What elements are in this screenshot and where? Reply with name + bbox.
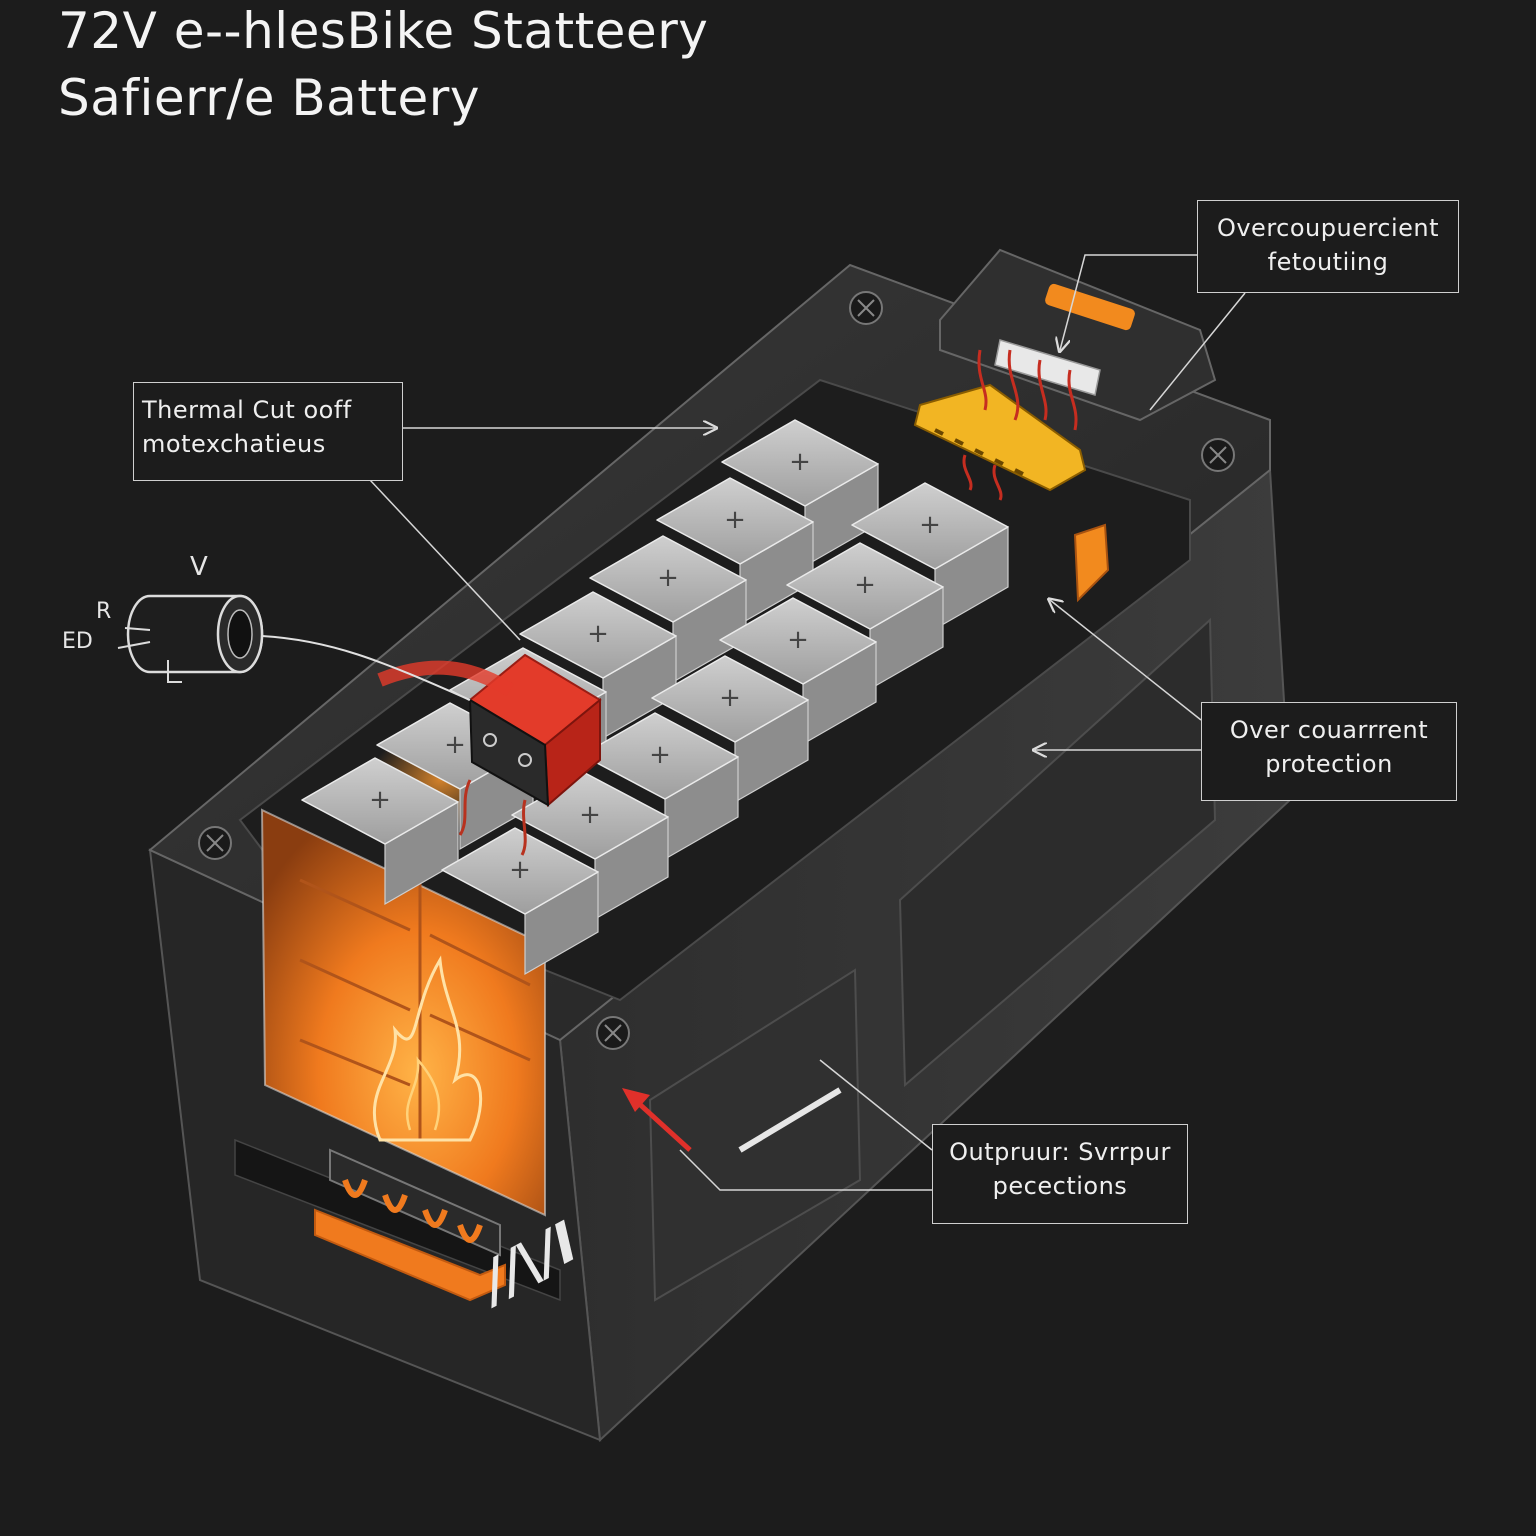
cell-plus-symbol: + (444, 730, 466, 760)
title-line-1: 72V e--hlesBike Statteery (58, 2, 709, 60)
sensor-v-label: V (190, 552, 208, 582)
sensor-e-label: ED (62, 629, 93, 654)
cell-plus-symbol: + (789, 447, 811, 477)
screw-icon (596, 1016, 630, 1050)
battery-cell: + (851, 482, 1009, 631)
callout-overcurrent-mid-line1: Over couarrrent (1229, 716, 1429, 744)
callout-overcurrent-top-line1: Overcoupuercient (1216, 214, 1440, 242)
cell-plus-symbol: + (579, 800, 601, 830)
callout-thermal-line2: motexchatieus (142, 430, 326, 458)
callout-thermal-line1: Thermal Cut ooff (142, 396, 352, 424)
cell-plus-symbol: + (724, 505, 746, 535)
callout-thermal-cutoff: Thermal Cut ooff motexchatieus (133, 382, 403, 481)
screw-icon (849, 291, 883, 325)
cell-plus-symbol: + (587, 619, 609, 649)
fuse-connector (913, 349, 1110, 603)
screws (198, 291, 1235, 1050)
cell-plus-symbol: + (657, 563, 679, 593)
connector-icon (314, 1148, 506, 1302)
callout-overcurrent-top-line2: fetoutiing (1267, 248, 1389, 276)
sensor-r-label: R (96, 599, 111, 624)
cell-plus-symbol: + (649, 740, 671, 770)
callout-output-protection: Outpruur: Svrrpur pecections (932, 1124, 1188, 1224)
title-line-2: Safierr/e Battery (58, 69, 480, 127)
battery-cell: + (519, 591, 677, 740)
red-arrow-icon (622, 1088, 692, 1152)
battery-cell: + (589, 535, 747, 684)
thermal-sensor-icon: V R ED (62, 552, 471, 701)
callout-overcurrent-mid-line2: protection (1265, 750, 1393, 778)
cell-plus-symbol: + (854, 570, 876, 600)
callout-output-line1: Outpruur: Svrrpur (949, 1138, 1171, 1166)
callout-overcurrent-protection: Over couarrrent protection (1201, 702, 1457, 801)
battery-cells: ++++++++++++++ (301, 419, 1009, 976)
battery-cell: + (656, 477, 814, 626)
callout-output-line2: pecections (992, 1172, 1128, 1200)
flame-icon (373, 955, 483, 1142)
screw-icon (1201, 438, 1235, 472)
screw-icon (198, 826, 232, 860)
battery-cell: + (441, 827, 599, 976)
cell-plus-symbol: + (919, 510, 941, 540)
battery-cell: + (786, 542, 944, 691)
battery-cell: + (721, 419, 879, 568)
cell-plus-symbol: + (509, 855, 531, 885)
top-connector-housing (939, 248, 1217, 422)
battery-cell: + (581, 712, 739, 861)
cell-plus-symbol: + (719, 683, 741, 713)
cell-plus-symbol: + (369, 785, 391, 815)
battery-cell: + (301, 757, 459, 906)
battery-cell: + (719, 597, 877, 746)
cell-plus-symbol: + (787, 625, 809, 655)
battery-cell: + (651, 655, 809, 804)
leader-lines (369, 254, 1246, 1191)
thermal-cutoff-block (377, 653, 602, 856)
callout-overcurrent-top: Overcoupuercient fetoutiing (1197, 200, 1459, 293)
